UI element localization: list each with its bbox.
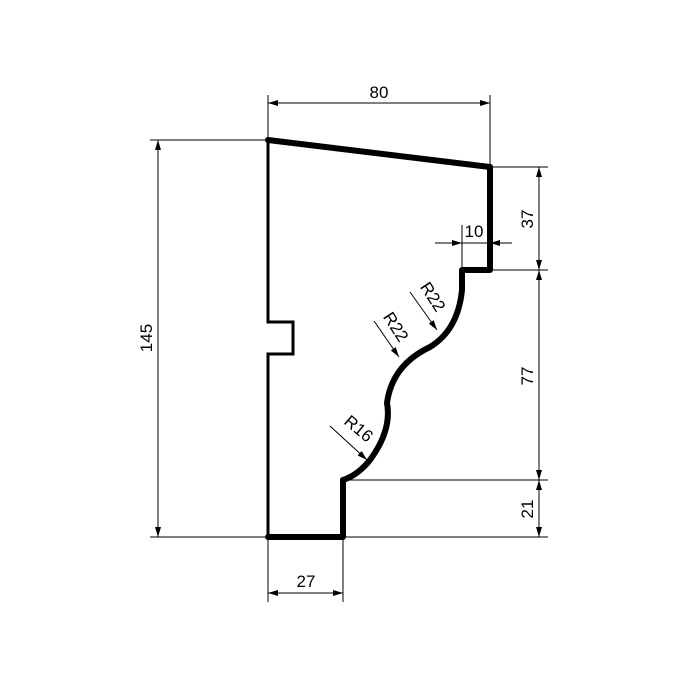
dim-label-145: 145 — [137, 324, 156, 352]
dim-label-37: 37 — [518, 210, 537, 229]
dimension-right-chain: 37 77 21 — [343, 166, 548, 538]
dim-label-77: 77 — [518, 367, 537, 386]
dimension-bottom-width: 27 — [267, 537, 344, 602]
dimension-total-height: 145 — [137, 139, 268, 538]
dimension-top-width: 80 — [267, 83, 491, 167]
radius-callouts: R22 R22 R16 — [329, 279, 449, 461]
radius-label-upper: R22 — [416, 279, 449, 316]
profile-outline — [265, 137, 493, 540]
dim-label-27: 27 — [297, 572, 316, 591]
front-edge — [265, 164, 493, 540]
back-edge — [266, 140, 295, 537]
top-edge — [265, 137, 493, 170]
radius-label-middle: R22 — [379, 309, 412, 346]
dimension-step-depth: 10 — [435, 222, 512, 270]
dim-label-80: 80 — [370, 83, 389, 102]
dim-label-10: 10 — [465, 222, 484, 241]
dim-label-21: 21 — [518, 500, 537, 519]
